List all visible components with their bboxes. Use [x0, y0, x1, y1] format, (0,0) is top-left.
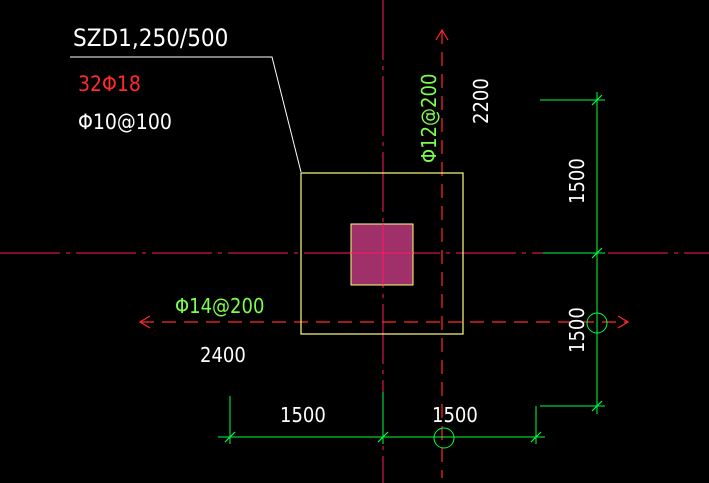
vertical-rebar-label[interactable]: Φ12@200 [417, 74, 441, 163]
dimension-bottom-left[interactable]: 1500 [280, 403, 326, 427]
cap-width-dimension[interactable]: 2400 [200, 343, 246, 367]
horizontal-rebar-label[interactable]: Φ14@200 [175, 294, 264, 318]
cap-depth-dimension[interactable]: 2200 [469, 78, 493, 124]
pile-cap-label[interactable]: SZD1,250/500 [73, 24, 228, 52]
stirrup-label[interactable]: Φ10@100 [78, 110, 172, 134]
column-section[interactable] [350, 223, 414, 286]
horizontal-rebar-hook-left [138, 315, 151, 329]
bottom-dimension [218, 392, 545, 444]
right-dimension [540, 92, 605, 414]
horizontal-rebar-hook-right [617, 315, 630, 329]
dimension-right-lower[interactable]: 1500 [565, 307, 589, 353]
annotation-leader [70, 56, 302, 173]
axis-bubble-right[interactable] [586, 312, 608, 334]
main-rebar-label[interactable]: 32Φ18 [78, 72, 141, 96]
axis-bubble-bottom[interactable] [433, 427, 455, 449]
dimension-right-upper[interactable]: 1500 [565, 158, 589, 204]
dimension-bottom-right[interactable]: 1500 [432, 403, 478, 427]
vertical-rebar-hook-top [435, 28, 449, 41]
rebar-lines [138, 28, 630, 478]
pile-cap-outline[interactable] [300, 172, 464, 335]
